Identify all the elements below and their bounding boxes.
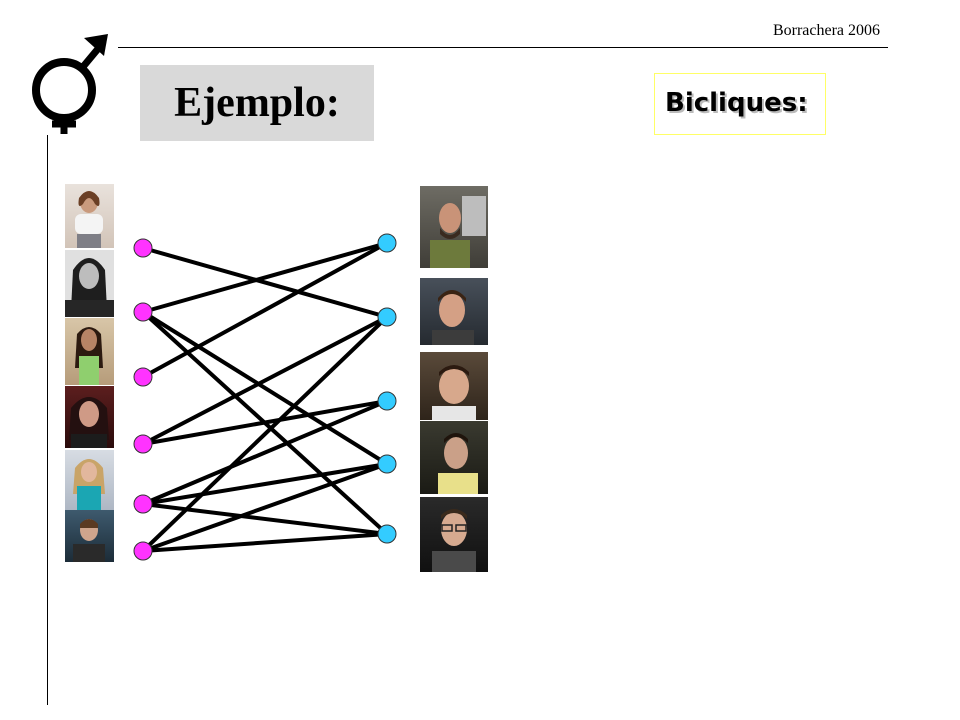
photo-right-1 <box>420 186 488 268</box>
photo-right-2 <box>420 278 488 345</box>
graph-edge-L5-R3 <box>142 399 388 506</box>
graph-node-R3 <box>377 391 397 411</box>
graph-edge-L2-R4 <box>141 310 389 466</box>
photo-left-6 <box>65 510 114 562</box>
photo-left-5 <box>65 450 114 510</box>
photo-left-3 <box>65 318 114 385</box>
male-female-symbol-icon <box>32 34 108 134</box>
bicliques-box: Bicliques: <box>654 73 826 135</box>
graph-edge-L4-R2 <box>142 315 388 446</box>
graph-node-L2 <box>133 302 153 322</box>
graph-edge-L6-R4 <box>142 462 388 553</box>
title-box: Ejemplo: <box>140 65 374 141</box>
photo-right-4 <box>420 421 488 494</box>
graph-node-R2 <box>377 307 397 327</box>
graph-node-L3 <box>133 367 153 387</box>
graph-edge-L2-R1 <box>142 241 388 314</box>
graph-edge-L6-R5 <box>142 532 388 553</box>
graph-node-R5 <box>377 524 397 544</box>
graph-node-R4 <box>377 454 397 474</box>
graph-edge-L5-R4 <box>142 462 388 506</box>
photo-left-1 <box>65 184 114 248</box>
photo-right-3 <box>420 352 488 420</box>
bicliques-label: Bicliques: <box>665 88 808 118</box>
left-rule <box>47 135 48 705</box>
graph-edge-L4-R3 <box>142 399 388 446</box>
graph-node-L6 <box>133 541 153 561</box>
graph-node-L5 <box>133 494 153 514</box>
graph-node-L4 <box>133 434 153 454</box>
graph-node-L1 <box>133 238 153 258</box>
header-rule <box>118 47 888 48</box>
graph-edge-L1-R2 <box>142 246 388 319</box>
photo-left-2 <box>65 250 114 317</box>
graph-edge-L3-R1 <box>142 241 388 379</box>
photo-left-4 <box>65 386 114 448</box>
graph-edge-L6-R2 <box>141 315 389 553</box>
page-title: Ejemplo: <box>174 80 340 126</box>
photo-right-5 <box>420 497 488 572</box>
graph-node-R1 <box>377 233 397 253</box>
graph-edge-L5-R5 <box>142 502 388 536</box>
header-text: Borrachera 2006 <box>772 22 880 39</box>
